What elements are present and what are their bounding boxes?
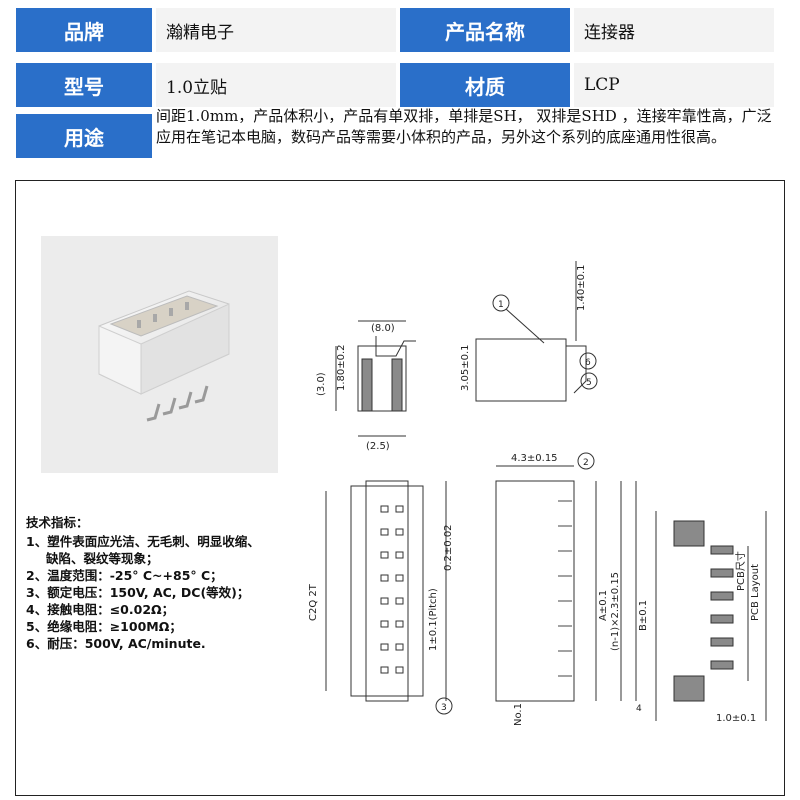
- callout-6: [579, 352, 597, 370]
- technical-drawing-panel: 技术指标： 1、塑件表面应光洁、无毛刺、明显收缩、 缺陷、裂纹等现象； 2、温度…: [15, 180, 785, 796]
- material-label: 材质: [400, 63, 570, 107]
- callout-label: 5: [586, 378, 592, 388]
- dim-label: PCB Layout: [750, 564, 761, 621]
- callout-label: 2: [583, 458, 589, 468]
- callout-2: [577, 452, 595, 470]
- callout-3: [435, 697, 453, 715]
- dim-label: 4.3±0.15: [511, 453, 558, 464]
- callout-label: 4: [636, 704, 642, 714]
- spec-item: 6、耐压：500V, AC/minute.: [26, 636, 206, 651]
- dim-label: 1.80±0.2: [336, 344, 347, 391]
- dim-label: (n-1)×2.3±0.15: [610, 572, 621, 651]
- dim-label: B±0.1: [638, 600, 649, 631]
- spec-row-model: 型号 1.0立贴 材质 LCP: [16, 63, 774, 107]
- material-value: LCP: [574, 63, 774, 107]
- dim-label: 3.05±0.1: [460, 344, 471, 391]
- tech-specs-title: 技术指标：: [26, 515, 89, 530]
- spec-item: 4、接触电阻：≤0.02Ω；: [26, 602, 175, 617]
- dim-label: 0.2±0.02: [443, 524, 454, 571]
- dim-label: (8.0): [371, 323, 395, 334]
- top-view-body: [495, 480, 575, 702]
- brand-value: 瀚精电子: [156, 8, 396, 52]
- usage-text: 间距1.0mm，产品体积小，产品有单双排，单排是SH， 双排是SHD ，连接牢靠…: [156, 107, 772, 146]
- dim-label: PCB尺寸: [734, 551, 747, 591]
- spec-row-usage: 用途 间距1.0mm，产品体积小，产品有单双排，单排是SH， 双排是SHD ，连…: [16, 107, 774, 176]
- brand-label: 品牌: [16, 8, 152, 52]
- spec-item: 1、塑件表面应光洁、无毛刺、明显收缩、: [26, 534, 260, 549]
- callout-label: 6: [585, 358, 591, 368]
- dim-label: 1.0±0.1: [716, 713, 756, 724]
- front-view-body: [350, 485, 424, 697]
- spec-item: 2、温度范围：-25° C~+85° C；: [26, 568, 223, 583]
- dim-label: 1.40±0.1: [576, 264, 587, 311]
- product-name-value: 连接器: [574, 8, 774, 52]
- cad-drawing: (8.0) 1.80±0.2 (3.0) (2.5) 1.40±0.1 3.05…: [308, 261, 767, 726]
- dim-label: (3.0): [316, 372, 327, 396]
- model-label: 型号: [16, 63, 152, 107]
- dim-label: (2.5): [366, 441, 390, 452]
- callout-label: 1: [498, 300, 504, 310]
- model-value: 1.0立贴: [156, 63, 396, 107]
- dim-label: No.1: [513, 703, 524, 726]
- usage-label: 用途: [16, 114, 152, 158]
- spec-item: 缺陷、裂纹等现象；: [46, 551, 159, 566]
- callout-5: [580, 372, 598, 390]
- spec-row-brand: 品牌 瀚精电子 产品名称 连接器: [16, 8, 774, 52]
- dim-label: 1±0.1(Pitch): [428, 588, 439, 651]
- callout-1: [492, 294, 510, 312]
- tech-specs: 技术指标： 1、塑件表面应光洁、无毛刺、明显收缩、 缺陷、裂纹等现象； 2、温度…: [26, 514, 260, 652]
- spec-item: 5、绝缘电阻：≥100MΩ；: [26, 619, 182, 634]
- dim-label: C2Q 2T: [308, 583, 319, 621]
- callout-label: 3: [441, 703, 447, 713]
- product-name-label: 产品名称: [400, 8, 570, 52]
- dim-label: A±0.1: [598, 590, 609, 621]
- spec-item: 3、额定电压：150V, AC, DC(等效)；: [26, 585, 250, 600]
- connector-photo: [41, 236, 278, 473]
- side-view-body: [357, 345, 407, 412]
